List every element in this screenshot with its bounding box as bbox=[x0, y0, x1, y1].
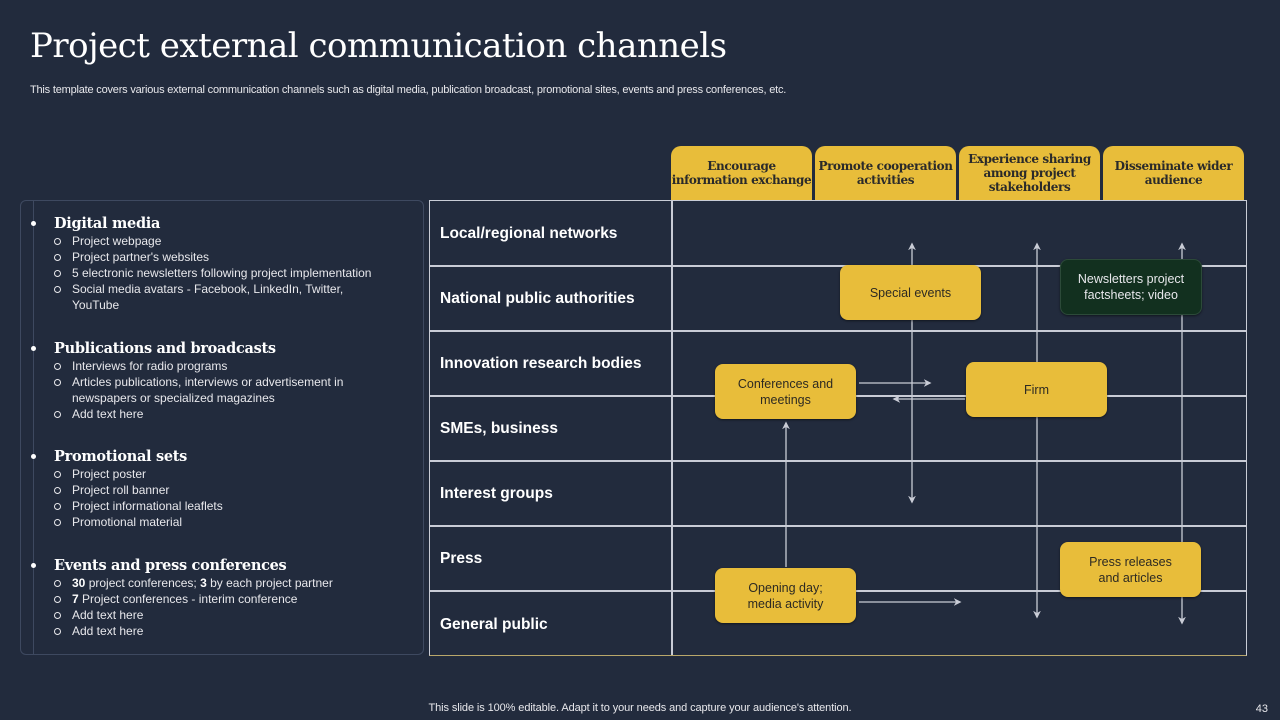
list-item: Project partner's websites bbox=[29, 249, 419, 265]
circle-bullet-icon bbox=[54, 363, 61, 370]
panel-divider bbox=[33, 201, 34, 654]
section-promotional-sets: Promotional sets Project poster Project … bbox=[29, 446, 419, 530]
column-header-wider-audience: Disseminate wider audience bbox=[1103, 146, 1244, 200]
page-number: 43 bbox=[1255, 703, 1268, 715]
circle-bullet-icon bbox=[54, 628, 61, 635]
section-publications: Publications and broadcasts Interviews f… bbox=[29, 338, 419, 422]
section-title: Publications and broadcasts bbox=[54, 339, 276, 357]
section-title: Promotional sets bbox=[54, 447, 188, 465]
channels-list-panel: Digital media Project webpage Project pa… bbox=[20, 200, 424, 655]
list-item: Project webpage bbox=[29, 233, 419, 249]
box-special-events: Special events bbox=[840, 265, 981, 320]
box-opening-day: Opening day; media activity bbox=[715, 568, 856, 623]
section-digital-media: Digital media Project webpage Project pa… bbox=[29, 213, 419, 313]
circle-bullet-icon bbox=[54, 503, 61, 510]
list-item: Project roll banner bbox=[29, 482, 419, 498]
list-item: Add text here bbox=[29, 406, 419, 422]
section-title: Digital media bbox=[54, 214, 161, 232]
list-item: Add text here bbox=[29, 623, 419, 639]
row-divider bbox=[430, 460, 1246, 462]
bullet-icon bbox=[31, 220, 36, 226]
list-item: Project informational leaflets bbox=[29, 498, 419, 514]
list-item: 7 Project conferences - interim conferen… bbox=[29, 591, 419, 607]
column-separator bbox=[671, 201, 673, 655]
page-title: Project external communication channels bbox=[30, 26, 727, 66]
list-item: Interviews for radio programs bbox=[29, 358, 419, 374]
column-header-cooperation: Promote cooperation activities bbox=[815, 146, 956, 200]
list-item: Add text here bbox=[29, 607, 419, 623]
circle-bullet-icon bbox=[54, 519, 61, 526]
row-label-press: Press bbox=[440, 550, 483, 567]
row-label-interest-groups: Interest groups bbox=[440, 485, 553, 502]
column-header-information-exchange: Encourage information exchange bbox=[671, 146, 812, 200]
circle-bullet-icon bbox=[54, 238, 61, 245]
circle-bullet-icon bbox=[54, 270, 61, 277]
row-label-local-regional: Local/regional networks bbox=[440, 225, 618, 242]
circle-bullet-icon bbox=[54, 612, 61, 619]
row-divider bbox=[430, 525, 1246, 527]
circle-bullet-icon bbox=[54, 580, 61, 587]
row-divider bbox=[430, 330, 1246, 332]
list-item: 30 project conferences; 3 by each projec… bbox=[29, 575, 419, 591]
circle-bullet-icon bbox=[54, 487, 61, 494]
row-label-innovation-research: Innovation research bodies bbox=[440, 355, 642, 372]
section-title: Events and press conferences bbox=[54, 556, 287, 574]
circle-bullet-icon bbox=[54, 596, 61, 603]
circle-bullet-icon bbox=[54, 471, 61, 478]
circle-bullet-icon bbox=[54, 254, 61, 261]
circle-bullet-icon bbox=[54, 411, 61, 418]
row-label-national-authorities: National public authorities bbox=[440, 290, 635, 307]
row-label-general-public: General public bbox=[440, 616, 548, 633]
bullet-icon bbox=[31, 562, 36, 568]
list-item: Promotional material bbox=[29, 514, 419, 530]
circle-bullet-icon bbox=[54, 379, 61, 386]
column-header-experience-sharing: Experience sharing among project stakeho… bbox=[959, 146, 1100, 200]
section-events: Events and press conferences 30 project … bbox=[29, 555, 419, 639]
bullet-icon bbox=[31, 453, 36, 459]
bullet-icon bbox=[31, 345, 36, 351]
footer-note: This slide is 100% editable. Adapt it to… bbox=[428, 702, 852, 714]
list-item: Social media avatars - Facebook, LinkedI… bbox=[29, 281, 372, 313]
row-divider bbox=[430, 265, 1246, 267]
box-firm: Firm bbox=[966, 362, 1107, 417]
row-label-smes-business: SMEs, business bbox=[440, 420, 559, 437]
circle-bullet-icon bbox=[54, 286, 61, 293]
list-item: 5 electronic newsletters following proje… bbox=[29, 265, 419, 281]
box-newsletters: Newsletters project factsheets; video bbox=[1060, 259, 1202, 315]
page-subtitle: This template covers various external co… bbox=[30, 84, 787, 96]
box-press-releases: Press releases and articles bbox=[1060, 542, 1201, 597]
list-item: Articles publications, interviews or adv… bbox=[29, 374, 377, 406]
list-item: Project poster bbox=[29, 466, 419, 482]
box-conferences-meetings: Conferences and meetings bbox=[715, 364, 856, 419]
